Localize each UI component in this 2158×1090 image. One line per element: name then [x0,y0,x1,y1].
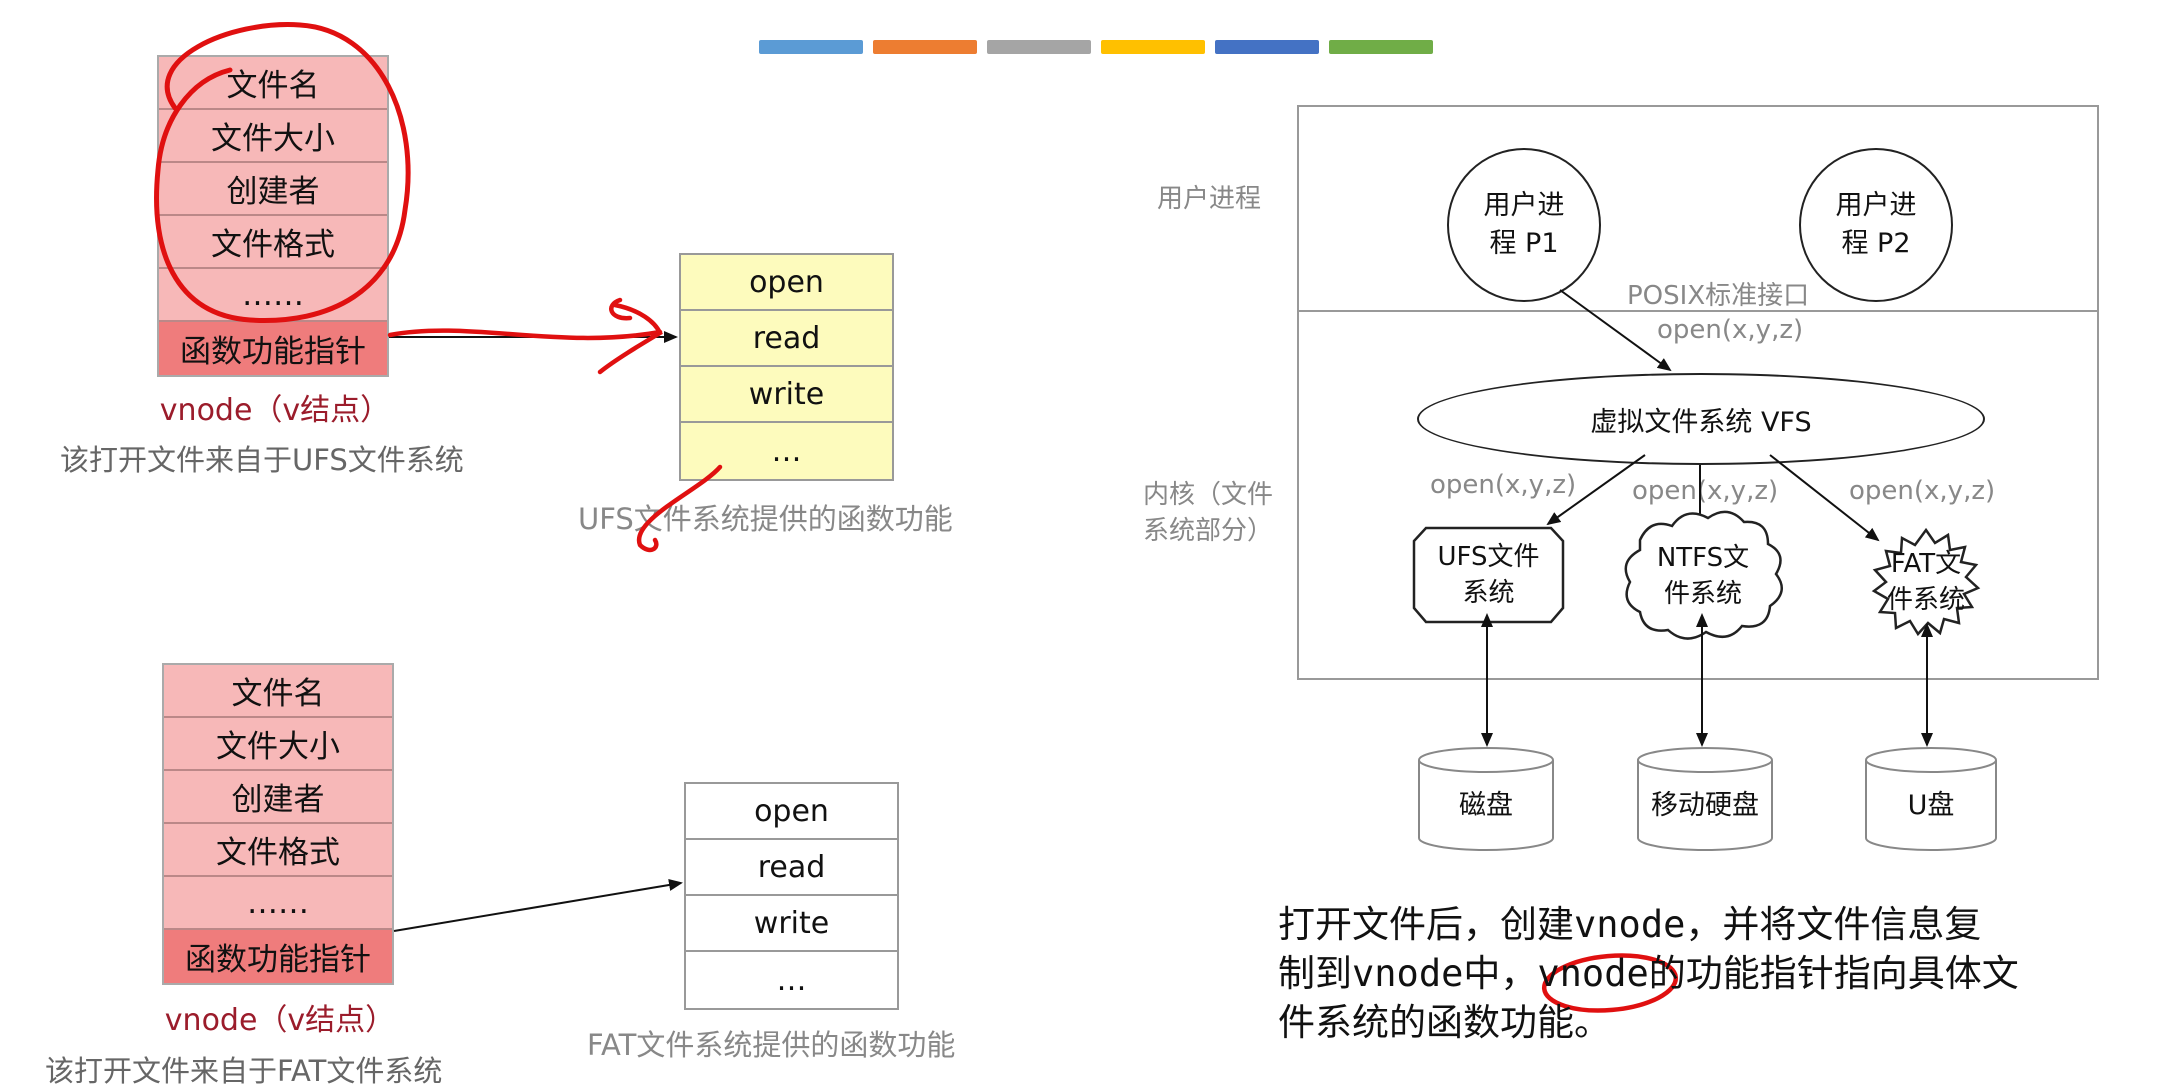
fat-fs-text: FAT文 [1890,549,1962,579]
fat-fs-label: FAT文 件系统 [1872,536,1980,628]
vnode-field: …… [159,269,387,322]
ntfs-fs-label: NTFS文 件系统 [1628,530,1778,622]
vfs-to-ufs-arrow [1546,454,1646,526]
vnode-field: 文件大小 [164,718,392,771]
kernel-label: 内核（文件 系统部分） [1143,477,1273,549]
red-annotation-loop [154,22,411,323]
disk-label: 移动硬盘 [1651,790,1759,821]
ufs-fs-text: UFS文件 [1437,542,1540,572]
function-entry: read [681,311,892,367]
explanation-paragraph: 打开文件后，创建vnode，并将文件信息复 制到vnode中，vnode的功能指… [1278,900,2098,1047]
color-segment [1101,40,1205,54]
open-call-ufs: open(x,y,z) [1430,470,1577,500]
function-entry: write [681,367,892,423]
disk-label: 磁盘 [1459,790,1513,821]
vnode-ufs-caption: 该打开文件来自于UFS文件系统 [60,443,464,477]
disk-label: U盘 [1907,790,1955,821]
red-annotation-mark [636,464,723,553]
red-annotation-circle [1541,953,1679,1013]
color-segment [1215,40,1319,54]
fat-function-caption: FAT文件系统提供的函数功能 [587,1028,956,1062]
vfs-ellipse: 虚拟文件系统 VFS [1417,373,1985,465]
posix-label: POSIX标准接口 [1627,281,1810,311]
ufs-function-table: open read write … [679,253,894,481]
ntfs-fs-text: 件系统 [1663,579,1742,609]
paragraph-line: 件系统的函数功能。 [1278,1001,1611,1044]
function-entry: open [681,255,892,311]
function-entry: write [686,896,897,952]
vnode-field: 文件名 [159,57,387,110]
paragraph-line: 制到vnode中，vnode的功能指针指向具体文 [1278,952,2019,995]
color-segment [987,40,1091,54]
vnode-field: 创建者 [159,163,387,216]
kernel-label-line: 内核（文件 [1143,480,1274,510]
p2-text: 用户进 [1835,190,1917,221]
user-process-p2: 用户进 程 P2 [1799,148,1953,302]
vnode-ufs-label: vnode（v结点） [159,393,391,428]
disk-cylinder [1418,747,1554,851]
open-call-ntfs: open(x,y,z) [1632,476,1779,506]
disk-cylinder [1865,747,1997,851]
vnode-function-pointer: 函数功能指针 [164,930,392,983]
vnode-field: 创建者 [164,771,392,824]
vnode-fat-table: 文件名 文件大小 创建者 文件格式 …… 函数功能指针 [162,663,394,985]
function-entry: … [686,952,897,1008]
vnode-field: 文件大小 [159,110,387,163]
fat-fs-text: 件系统 [1886,585,1965,615]
ntfs-fs-text: NTFS文 [1656,543,1750,573]
ufs-fs-text: 系统 [1462,578,1515,608]
vnode-field: …… [164,877,392,930]
p1-text: 用户进 [1483,190,1565,221]
user-kernel-divider [1297,310,2099,312]
color-segment [1329,40,1433,54]
vnode-field: 文件格式 [164,824,392,877]
p2-text: 程 P2 [1841,228,1911,259]
user-process-p1: 用户进 程 P1 [1447,148,1601,302]
open-call-fat: open(x,y,z) [1849,476,1996,506]
vnode-fat-label: vnode（v结点） [164,1003,396,1038]
disk-cylinder [1637,747,1773,851]
vfs-label: 虚拟文件系统 VFS [1590,406,1812,438]
function-entry: open [686,784,897,840]
p1-text: 程 P1 [1489,228,1559,259]
fat-function-table: open read write … [684,782,899,1010]
p1-to-vfs-arrow [1559,289,1672,372]
color-segment [873,40,977,54]
fat-pointer-arrow [393,879,683,932]
red-annotation-arrow [387,297,663,375]
vfs-to-fat-arrow [1769,454,1880,542]
vnode-field: 文件格式 [159,216,387,269]
color-segment [759,40,863,54]
ufs-fs-label: UFS文件 系统 [1414,530,1563,620]
title-color-bar [759,40,1433,54]
paragraph-line: 打开文件后，创建vnode，并将文件信息复 [1278,903,1982,946]
ntfs-fs-shape [1624,510,1783,640]
function-entry: read [686,840,897,896]
kernel-label-line: 系统部分） [1143,516,1274,546]
vnode-function-pointer: 函数功能指针 [159,322,387,375]
vnode-field: 文件名 [164,665,392,718]
open-call-label: open(x,y,z) [1657,315,1804,345]
ufs-fs-shape [1412,526,1565,624]
user-process-label: 用户进程 [1157,184,1262,214]
